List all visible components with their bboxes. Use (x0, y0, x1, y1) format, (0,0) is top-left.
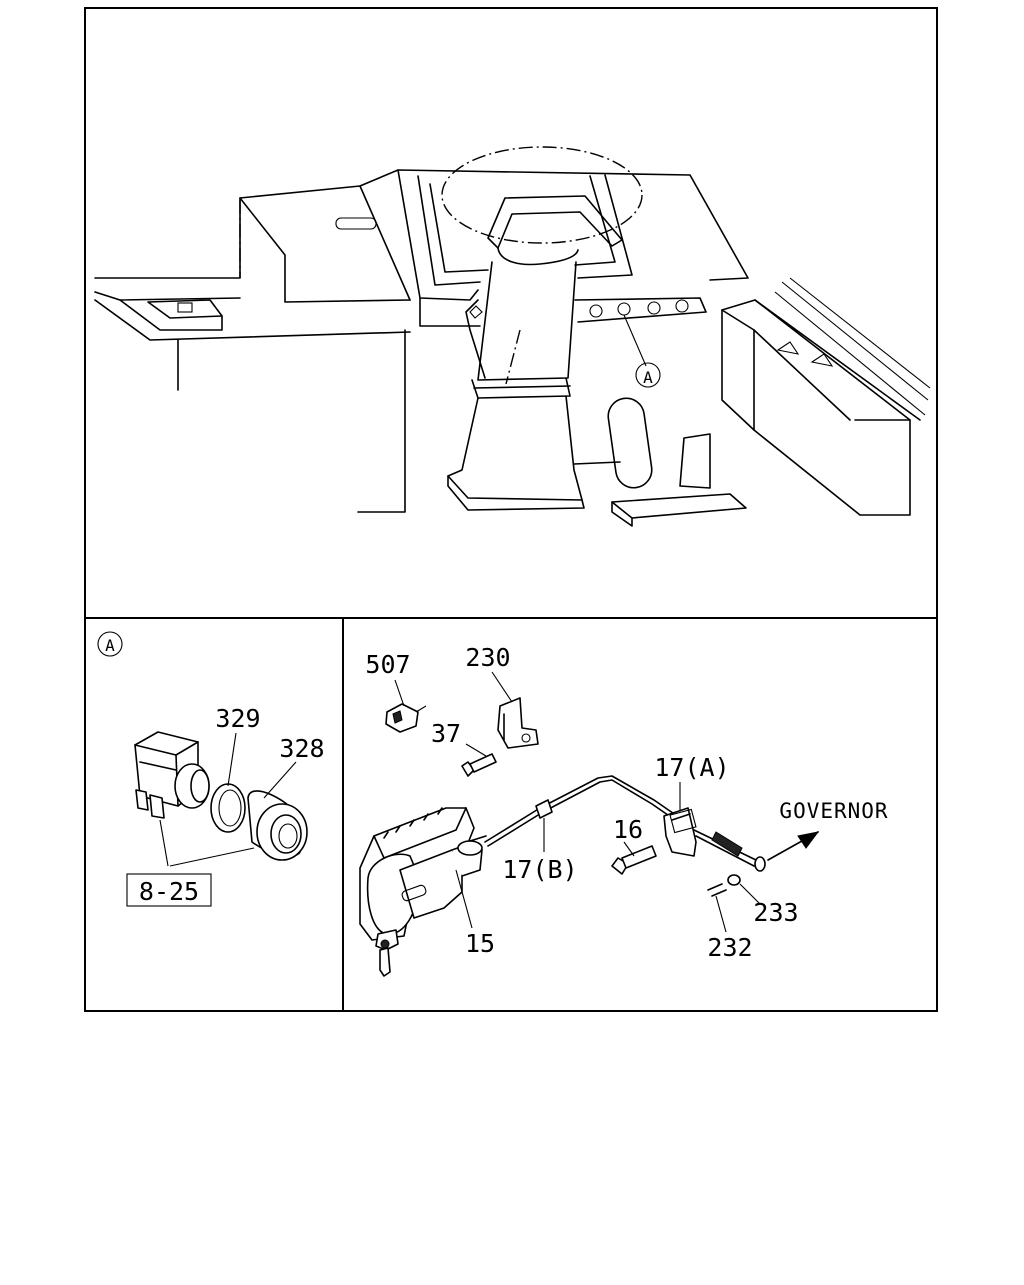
callout-37: 37 (431, 719, 461, 748)
callout-507: 507 (365, 650, 410, 679)
callout-233: 233 (753, 898, 798, 927)
actuator-panel (342, 617, 938, 1012)
actuator-15 (359, 807, 487, 977)
ring-329 (210, 783, 246, 833)
callout-232: 232 (707, 933, 752, 962)
pin-232 (707, 883, 727, 897)
bracket-230 (497, 697, 539, 749)
callout-15: 15 (465, 929, 495, 958)
detail-a-marker-label: A (643, 368, 653, 387)
detail-a-marker (97, 631, 123, 657)
bracket-17a (663, 807, 697, 857)
detail-a-drawing: A 329 328 8- (97, 631, 325, 907)
governor-label: GOVERNOR (779, 799, 888, 823)
detail-a-marker-text: A (105, 636, 115, 655)
callout-230: 230 (465, 643, 510, 672)
switch-body (134, 731, 210, 819)
actuator-drawing: 507 230 37 17(B) 17(A) (359, 643, 888, 977)
ref-box-8-25 (126, 873, 212, 907)
callout-17a: 17(A) (654, 753, 729, 782)
bolt-37 (461, 753, 497, 777)
callout-8-25: 8-25 (139, 877, 199, 906)
connector-507 (385, 703, 427, 733)
bolt-16 (611, 845, 657, 875)
detail-a-marker-overview (635, 362, 661, 388)
callout-329: 329 (215, 704, 260, 733)
callout-17b: 17(B) (502, 855, 577, 884)
overview-panel (84, 7, 938, 619)
callout-16: 16 (613, 815, 643, 844)
washer-233 (727, 874, 741, 886)
callout-328: 328 (279, 734, 324, 763)
cab-interior-drawing: A (94, 146, 931, 527)
bezel-328 (247, 790, 308, 861)
